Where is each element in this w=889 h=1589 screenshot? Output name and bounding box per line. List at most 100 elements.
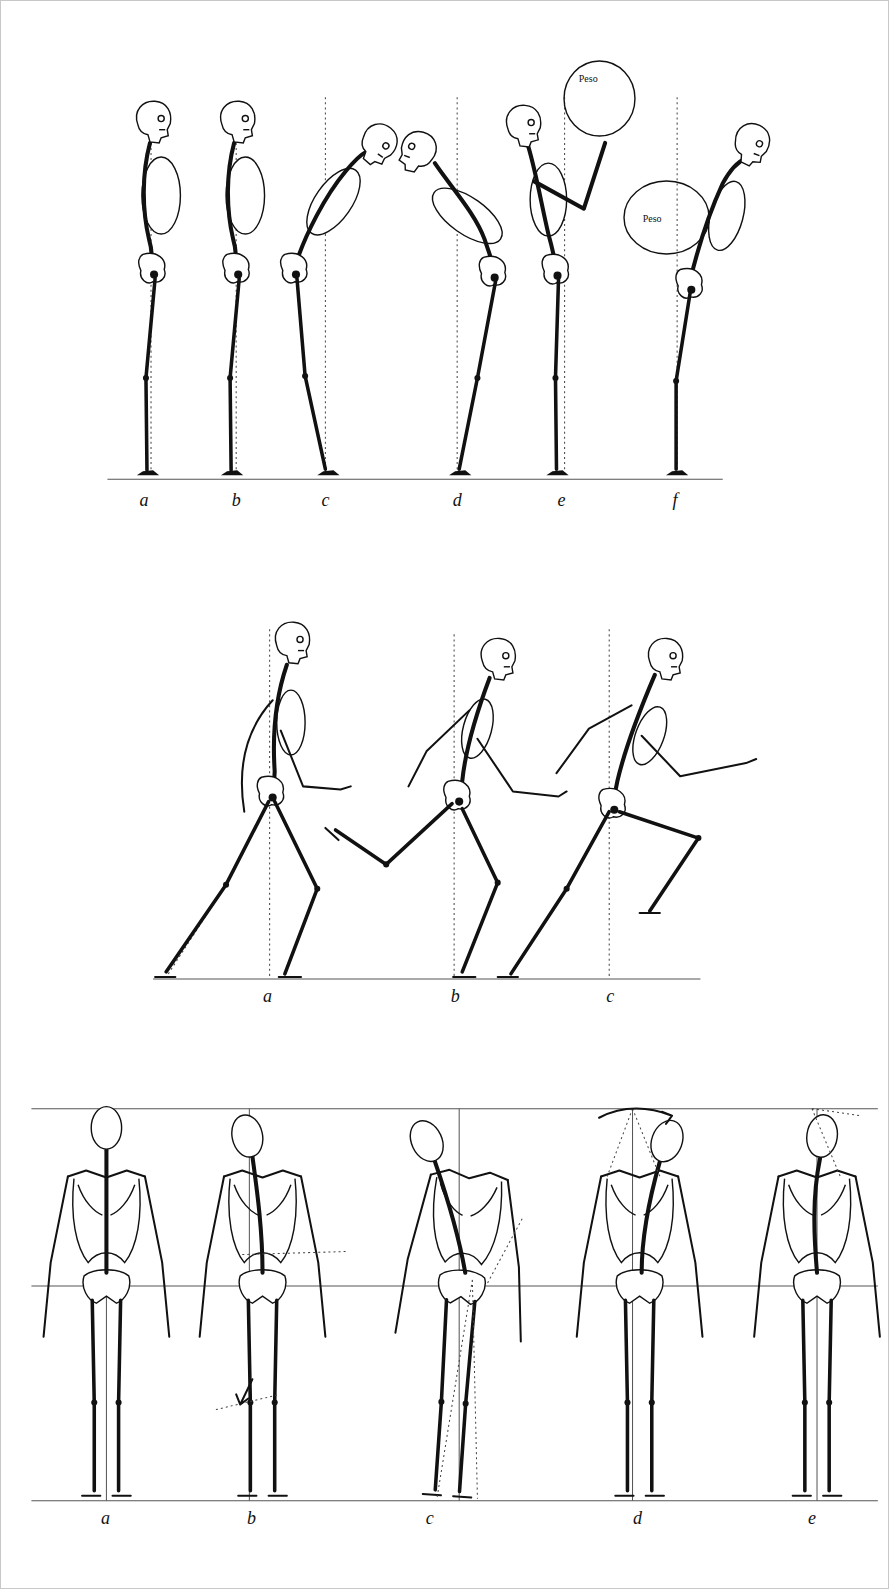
weight-label: Peso — [579, 74, 598, 84]
figure-letter: c — [426, 1509, 434, 1527]
skeleton-figure — [325, 638, 566, 977]
ribcage — [456, 696, 499, 762]
pelvis — [281, 253, 307, 283]
skeleton-figure — [394, 127, 511, 475]
plumb-line — [168, 629, 609, 979]
figure-letter: b — [232, 491, 241, 509]
foot — [155, 976, 301, 978]
weight-outline — [624, 181, 709, 254]
skeleton-figure — [507, 105, 606, 475]
leg — [511, 812, 609, 974]
skull — [352, 118, 404, 172]
arm — [409, 710, 470, 786]
leg — [459, 281, 495, 469]
figure-letter: d — [453, 491, 462, 509]
spine — [435, 163, 494, 267]
figure-letter: e — [808, 1509, 816, 1527]
leg — [166, 802, 268, 972]
posture-row-side — [107, 97, 774, 479]
foot — [449, 470, 471, 475]
figure-letter: d — [633, 1509, 642, 1527]
pelvis — [479, 256, 505, 286]
guide-line — [607, 1109, 660, 1177]
ribcage — [626, 702, 673, 769]
weight-label: Peso — [643, 214, 662, 224]
foot — [666, 470, 688, 475]
figure-letter: a — [101, 1509, 110, 1527]
skull — [394, 127, 440, 178]
skull — [91, 1107, 121, 1150]
skull — [507, 105, 541, 147]
skull — [275, 622, 309, 664]
figure-letter: b — [247, 1509, 256, 1527]
skeleton-figure — [200, 1112, 346, 1496]
guide-line — [216, 1252, 346, 1410]
skull — [481, 638, 515, 680]
arm — [642, 736, 757, 777]
figure-letter: b — [451, 987, 460, 1005]
spine — [614, 675, 655, 797]
skeleton-figure — [577, 1109, 703, 1496]
spine — [814, 1158, 820, 1273]
leg — [297, 279, 325, 470]
skeleton-figure — [221, 101, 265, 475]
spine — [273, 665, 287, 790]
spine — [459, 678, 489, 792]
figure-letter: c — [606, 987, 614, 1005]
skull — [228, 1112, 267, 1160]
foot — [546, 470, 568, 475]
skeleton-figure — [44, 1107, 170, 1496]
guide-line — [812, 1109, 861, 1177]
figure-letter: c — [321, 491, 329, 509]
plumb-line — [151, 97, 677, 477]
knee — [302, 373, 308, 379]
pelvis — [542, 254, 568, 284]
skeleton-figure — [498, 638, 756, 977]
leg — [462, 809, 497, 972]
spine — [295, 152, 366, 267]
guide-line — [437, 1217, 523, 1499]
spine — [528, 146, 556, 267]
weight-outline — [623, 180, 710, 255]
skeleton-figure — [666, 119, 774, 475]
figure-letter: a — [263, 987, 272, 1005]
skull — [804, 1113, 840, 1159]
skull — [728, 119, 774, 170]
knee — [673, 378, 679, 384]
ribcage — [424, 178, 511, 254]
ribcage — [277, 690, 305, 755]
plumb-line — [106, 1109, 817, 1501]
foot — [498, 913, 660, 977]
arm — [534, 143, 605, 209]
skeleton-figure — [155, 622, 351, 977]
weight-outline — [564, 61, 635, 136]
ground-line — [31, 1500, 877, 1501]
ground-line — [153, 978, 700, 979]
arm — [477, 739, 566, 797]
skeleton-figure — [384, 1115, 532, 1500]
arrow — [236, 1379, 252, 1404]
skeleton-figure — [137, 101, 181, 475]
spine — [104, 1150, 108, 1273]
spine — [252, 1156, 262, 1273]
arm — [281, 731, 351, 790]
skeleton-figure — [754, 1109, 880, 1496]
leg — [555, 279, 558, 470]
skull — [404, 1115, 450, 1166]
spine — [642, 1161, 660, 1272]
knee — [474, 375, 480, 381]
leg — [275, 802, 318, 974]
ground-line — [107, 479, 722, 480]
spine — [435, 1161, 465, 1272]
posture-row-front — [31, 1107, 879, 1501]
gait-row — [153, 622, 756, 979]
reference-line — [31, 1109, 877, 1286]
skull — [648, 638, 682, 680]
figure-letter: a — [139, 491, 148, 509]
figure-letter: f — [673, 491, 678, 509]
spine — [690, 158, 746, 280]
weight-outline — [563, 60, 636, 137]
weight-load: Peso — [563, 60, 636, 137]
